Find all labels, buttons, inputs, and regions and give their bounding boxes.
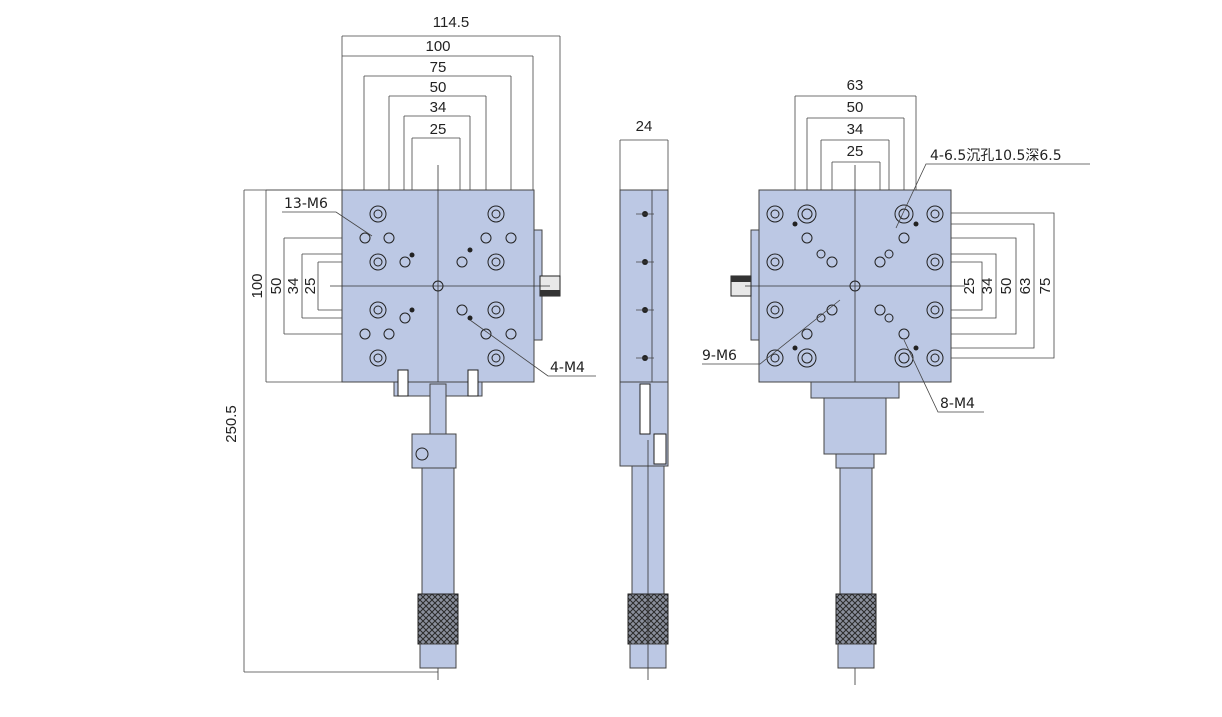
rear-dim-right-75: 75 [1037, 278, 1054, 295]
rear-bottom-tab [810, 381, 900, 399]
rear-callout-counterbore: 4-6.5沉孔10.5深6.5 [930, 148, 1062, 164]
rear-dim-25: 25 [847, 143, 864, 160]
rear-dim-right-50: 50 [998, 278, 1015, 295]
rear-dim-right-34: 34 [979, 278, 996, 295]
side-stage-body [619, 189, 669, 383]
front-micrometer-mount [411, 433, 457, 469]
front-dim-left-25: 25 [302, 278, 319, 295]
rear-micrometer-thimble [835, 593, 877, 645]
front-micrometer-sleeve [421, 467, 455, 595]
rear-callout-m4: 8-M4 [940, 396, 975, 412]
rear-collar [835, 453, 875, 469]
front-dim-25: 25 [430, 121, 447, 138]
front-callout-m4: 4-M4 [550, 360, 585, 376]
front-dim-114-5: 114.5 [433, 14, 469, 31]
front-dim-50: 50 [430, 79, 447, 96]
rear-mount-block [823, 397, 887, 455]
front-lock-knob-base [540, 290, 560, 296]
side-view: 24 [619, 118, 669, 680]
front-callout-m6: 13-M6 [284, 196, 328, 212]
rear-dim-63: 63 [847, 77, 864, 94]
rear-dim-50: 50 [847, 99, 864, 116]
front-dim-100: 100 [425, 38, 450, 55]
rear-micrometer-sleeve [839, 467, 873, 595]
rear-holes [766, 204, 944, 368]
front-dim-left-50: 50 [268, 278, 285, 295]
rear-right-dimensions: 25 34 50 63 75 [880, 212, 1055, 359]
rear-micrometer-end [837, 643, 875, 669]
front-micrometer-end [419, 643, 457, 669]
front-dim-total-height: 250.5 [223, 405, 240, 443]
rear-view: 63 50 34 25 25 34 50 63 75 [702, 77, 1090, 685]
front-spindle [429, 383, 447, 439]
rear-side-clamp [750, 229, 760, 341]
rear-dim-right-25: 25 [961, 278, 978, 295]
rear-dim-right-63: 63 [1017, 278, 1034, 295]
front-dim-75: 75 [430, 59, 447, 76]
front-dim-left-34: 34 [285, 278, 302, 295]
side-dim-width: 24 [636, 118, 653, 135]
front-view: 114.5 100 75 50 34 25 100 50 34 25 250.5 [223, 14, 596, 680]
rear-callout-m6: 9-M6 [702, 348, 737, 364]
rear-dim-34: 34 [847, 121, 864, 138]
front-dim-34: 34 [430, 99, 447, 116]
front-micrometer-thimble [417, 593, 459, 645]
front-holes [359, 205, 517, 367]
front-dim-left-100: 100 [249, 273, 266, 298]
